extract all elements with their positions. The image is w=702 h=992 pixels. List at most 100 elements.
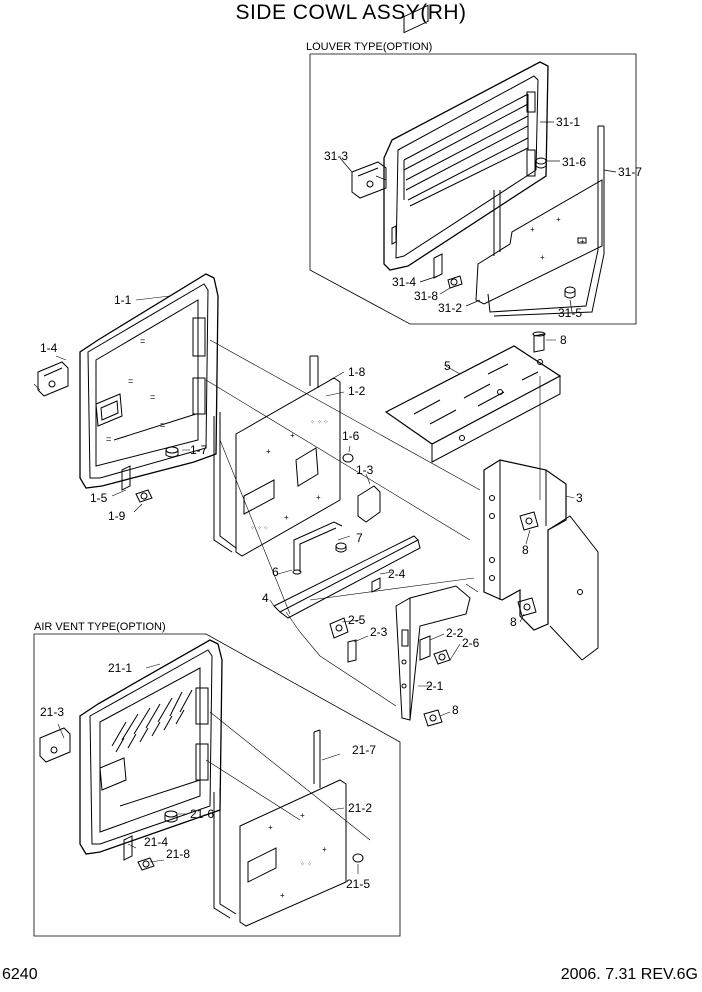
svg-text:=: =: [160, 420, 165, 430]
air-vent-inner-panel-21-2: ⁘ ⁘ + + + +: [239, 779, 347, 927]
bumper-1-6: [342, 453, 354, 463]
revision-date: 2006. 7.31 REV.6G: [560, 966, 698, 983]
callout-31-7: 31-7: [618, 165, 642, 179]
svg-text:⁘ ⁘: ⁘ ⁘: [300, 862, 312, 868]
air-vent-section-label: AIR VENT TYPE(OPTION): [34, 621, 166, 633]
callout-1-4: 1-4: [40, 341, 58, 355]
svg-text:=: =: [140, 336, 145, 346]
page-title: SIDE COWL ASSY(RH): [235, 1, 467, 24]
svg-text:+: +: [266, 447, 271, 456]
bracket-1-5: [121, 465, 153, 503]
louver-inner-panel-31-2: + + + +: [475, 179, 603, 305]
inner-panel-1-2: ⁘ ⁘ ⁘ ⁘ ⁘ ⁘ + + + +: [235, 377, 341, 557]
callout-31-5: 31-5: [558, 306, 582, 320]
callout-21-3: 21-3: [40, 705, 64, 719]
callout-2-6: 2-6: [462, 636, 480, 650]
svg-text:+: +: [556, 215, 561, 224]
louver-bumper-31-6: [535, 157, 547, 169]
callout-21-8: 21-8: [166, 847, 190, 861]
callout-1-3: 1-3: [356, 463, 374, 477]
callout-3: 3: [576, 491, 583, 505]
callout-21-1: 21-1: [108, 661, 132, 675]
callout-1-8: 1-8: [348, 365, 366, 379]
part-callouts: 1-1 1-2 1-3 1-4 1-5 1-6 1-7 1-8 1-9 2-1 …: [40, 115, 642, 891]
page-number: 6240: [2, 966, 38, 983]
clip-2-2: [419, 635, 431, 661]
air-vent-bumper-21-5: [352, 853, 364, 863]
callout-31-3: 31-3: [324, 149, 348, 163]
louver-leader-lines: [339, 121, 617, 313]
callout-7: 7: [356, 531, 363, 545]
air-vent-cowl-frame-21-1: [79, 639, 223, 855]
stay-rod-1-8: [213, 355, 319, 553]
callout-31-4: 31-4: [392, 275, 416, 289]
main-cowl-frame-1-1: = = = = =: [79, 273, 219, 489]
callout-21-2: 21-2: [348, 801, 372, 815]
svg-text:+: +: [580, 237, 585, 246]
louver-hardware: [433, 253, 576, 299]
side-bracket-3: [483, 459, 599, 661]
plate-5: [384, 345, 562, 463]
bracket-4: [273, 535, 421, 619]
callout-6: 6: [272, 565, 279, 579]
latch-1-4: [37, 361, 69, 397]
callout-1-2: 1-2: [348, 384, 366, 398]
callout-31-6: 31-6: [562, 155, 586, 169]
svg-text:=: =: [106, 434, 111, 444]
cap-1-3: [357, 485, 381, 523]
louver-cowl-frame: [383, 4, 549, 271]
callout-8-low: 8: [510, 615, 517, 629]
callout-21-6: 21-6: [190, 807, 214, 821]
callout-2-4: 2-4: [388, 567, 406, 581]
svg-text:⁘ ⁘ ⁘: ⁘ ⁘ ⁘: [250, 526, 268, 532]
callout-1-5: 1-5: [90, 491, 108, 505]
callout-1-7: 1-7: [190, 443, 208, 457]
callout-21-4: 21-4: [144, 835, 168, 849]
callout-2-2: 2-2: [446, 626, 464, 640]
callout-1-9: 1-9: [108, 509, 126, 523]
louver-latch-31-3: [351, 161, 387, 199]
svg-text:+: +: [530, 225, 535, 234]
svg-text:=: =: [128, 376, 133, 386]
bolt-set: [329, 331, 546, 727]
air-vent-leader-lines: [57, 663, 371, 874]
air-vent-hardware: [123, 810, 178, 871]
svg-text:+: +: [322, 845, 327, 854]
louver-section-label: LOUVER TYPE(OPTION): [306, 41, 432, 53]
callout-1-6: 1-6: [342, 429, 360, 443]
callout-4: 4: [262, 591, 269, 605]
callout-31-2: 31-2: [438, 301, 462, 315]
callout-8-mid: 8: [522, 543, 529, 557]
air-vent-stay-rod-21-7: [213, 729, 321, 919]
main-leader-lines: [33, 295, 575, 717]
callout-21-5: 21-5: [346, 877, 370, 891]
svg-text:+: +: [316, 493, 321, 502]
svg-text:+: +: [540, 253, 545, 262]
callout-8-top: 8: [560, 333, 567, 347]
svg-text:+: +: [290, 431, 295, 440]
svg-text:⁘ ⁘ ⁘: ⁘ ⁘ ⁘: [310, 420, 328, 426]
air-vent-latch-21-3: [39, 727, 71, 763]
louver-stay-rod-31-7: [487, 125, 605, 317]
callout-31-1: 31-1: [556, 115, 580, 129]
callout-1-1: 1-1: [114, 293, 132, 307]
svg-text:+: +: [300, 811, 305, 820]
svg-text:+: +: [280, 891, 285, 900]
callout-5: 5: [444, 359, 451, 373]
clip-2-3: [347, 639, 357, 663]
callout-2-5: 2-5: [348, 613, 366, 627]
angle-bracket-2-1: [395, 585, 471, 721]
svg-text:+: +: [268, 823, 273, 832]
callout-31-8: 31-8: [414, 289, 438, 303]
air-vent-option-box: AIR VENT TYPE(OPTION): [33, 621, 401, 937]
svg-text:+: +: [284, 513, 289, 522]
handle-6: [292, 521, 343, 575]
svg-text:=: =: [150, 392, 155, 402]
callout-21-7: 21-7: [352, 743, 376, 757]
callout-2-1: 2-1: [426, 679, 444, 693]
bumper-1-7: [165, 446, 179, 458]
callout-8-bottom: 8: [452, 703, 459, 717]
bumper-7: [335, 542, 347, 553]
